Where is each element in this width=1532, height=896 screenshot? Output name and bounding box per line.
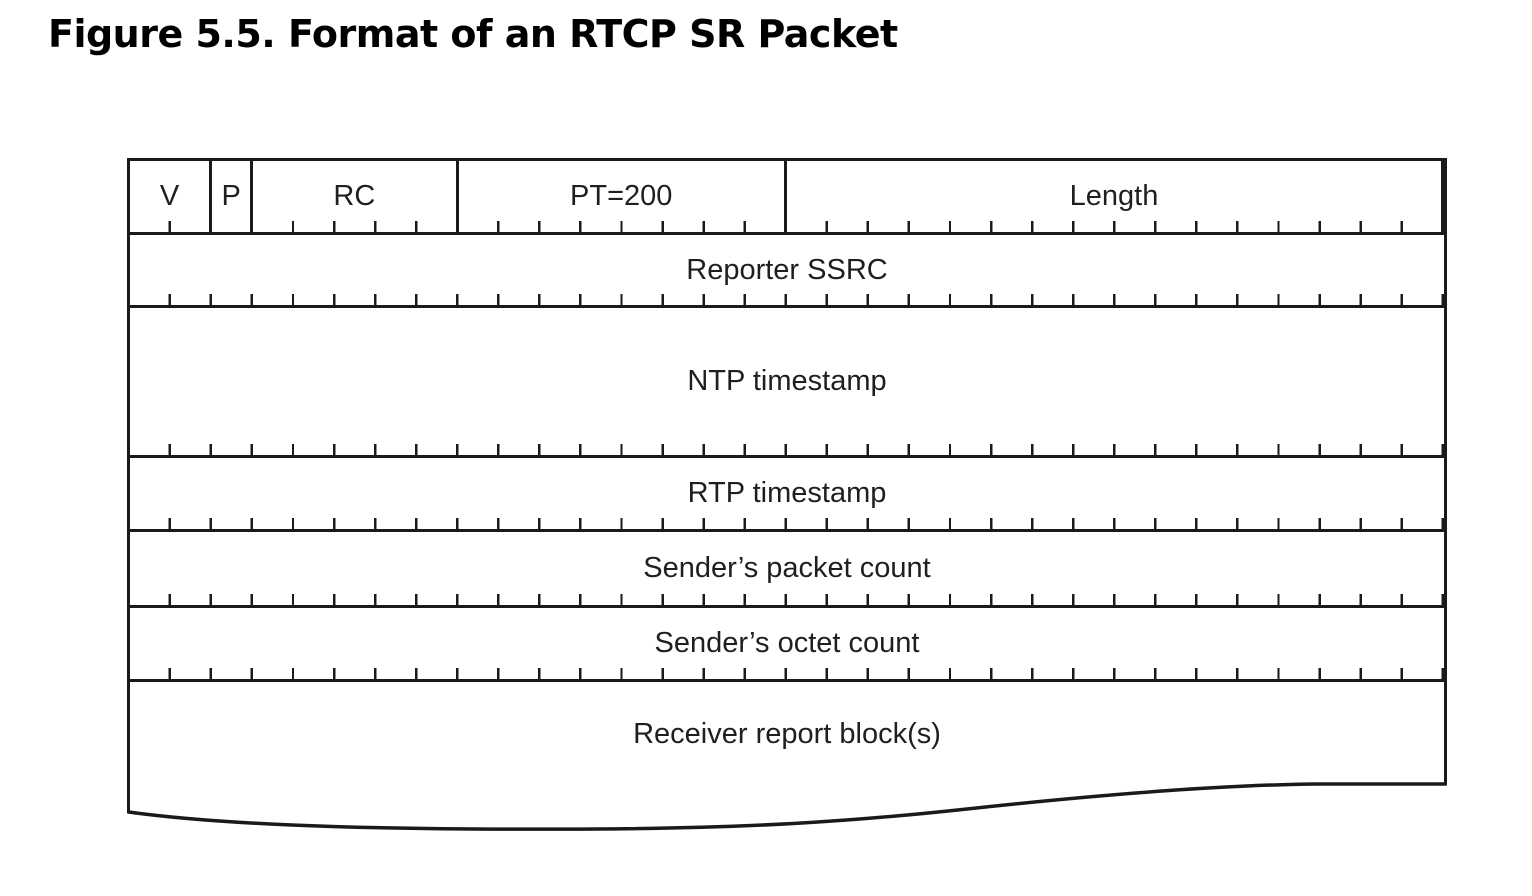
field-padding: P	[212, 161, 254, 232]
row-label: Sender’s packet count	[643, 552, 931, 584]
row-label: NTP timestamp	[687, 365, 887, 397]
packet-box: V P RC PT=200 Length Reporter SSRC NTP t…	[127, 158, 1447, 682]
bit-tick-strip	[130, 668, 1444, 679]
torn-edge	[127, 682, 1447, 831]
row-label: Receiver report block(s)	[633, 717, 941, 750]
row-sender-packet-count: Sender’s packet count	[130, 532, 1444, 608]
row-label: Sender’s octet count	[654, 627, 920, 659]
row-label: RTP timestamp	[687, 477, 887, 509]
field-version: V	[130, 161, 213, 232]
bit-tick-strip	[130, 518, 1444, 529]
field-report-count: RC	[253, 161, 459, 232]
row-reporter-ssrc: Reporter SSRC	[130, 235, 1444, 308]
rtcp-sr-packet-diagram: V P RC PT=200 Length Reporter SSRC NTP t…	[127, 158, 1447, 838]
row-sender-octet-count: Sender’s octet count	[130, 608, 1444, 682]
row-header-word: V P RC PT=200 Length	[130, 161, 1444, 235]
bit-tick-strip	[130, 294, 1444, 305]
row-rtp-timestamp: RTP timestamp	[130, 458, 1444, 532]
field-length: Length	[787, 161, 1444, 232]
figure-title: Figure 5.5. Format of an RTCP SR Packet	[48, 12, 898, 56]
field-payload-type: PT=200	[459, 161, 787, 232]
row-label: Reporter SSRC	[686, 253, 888, 286]
row-receiver-report-blocks: Receiver report block(s)	[127, 682, 1447, 786]
row-ntp-timestamp: NTP timestamp	[130, 308, 1444, 458]
bit-tick-strip	[130, 594, 1444, 605]
bit-tick-strip	[130, 444, 1444, 455]
